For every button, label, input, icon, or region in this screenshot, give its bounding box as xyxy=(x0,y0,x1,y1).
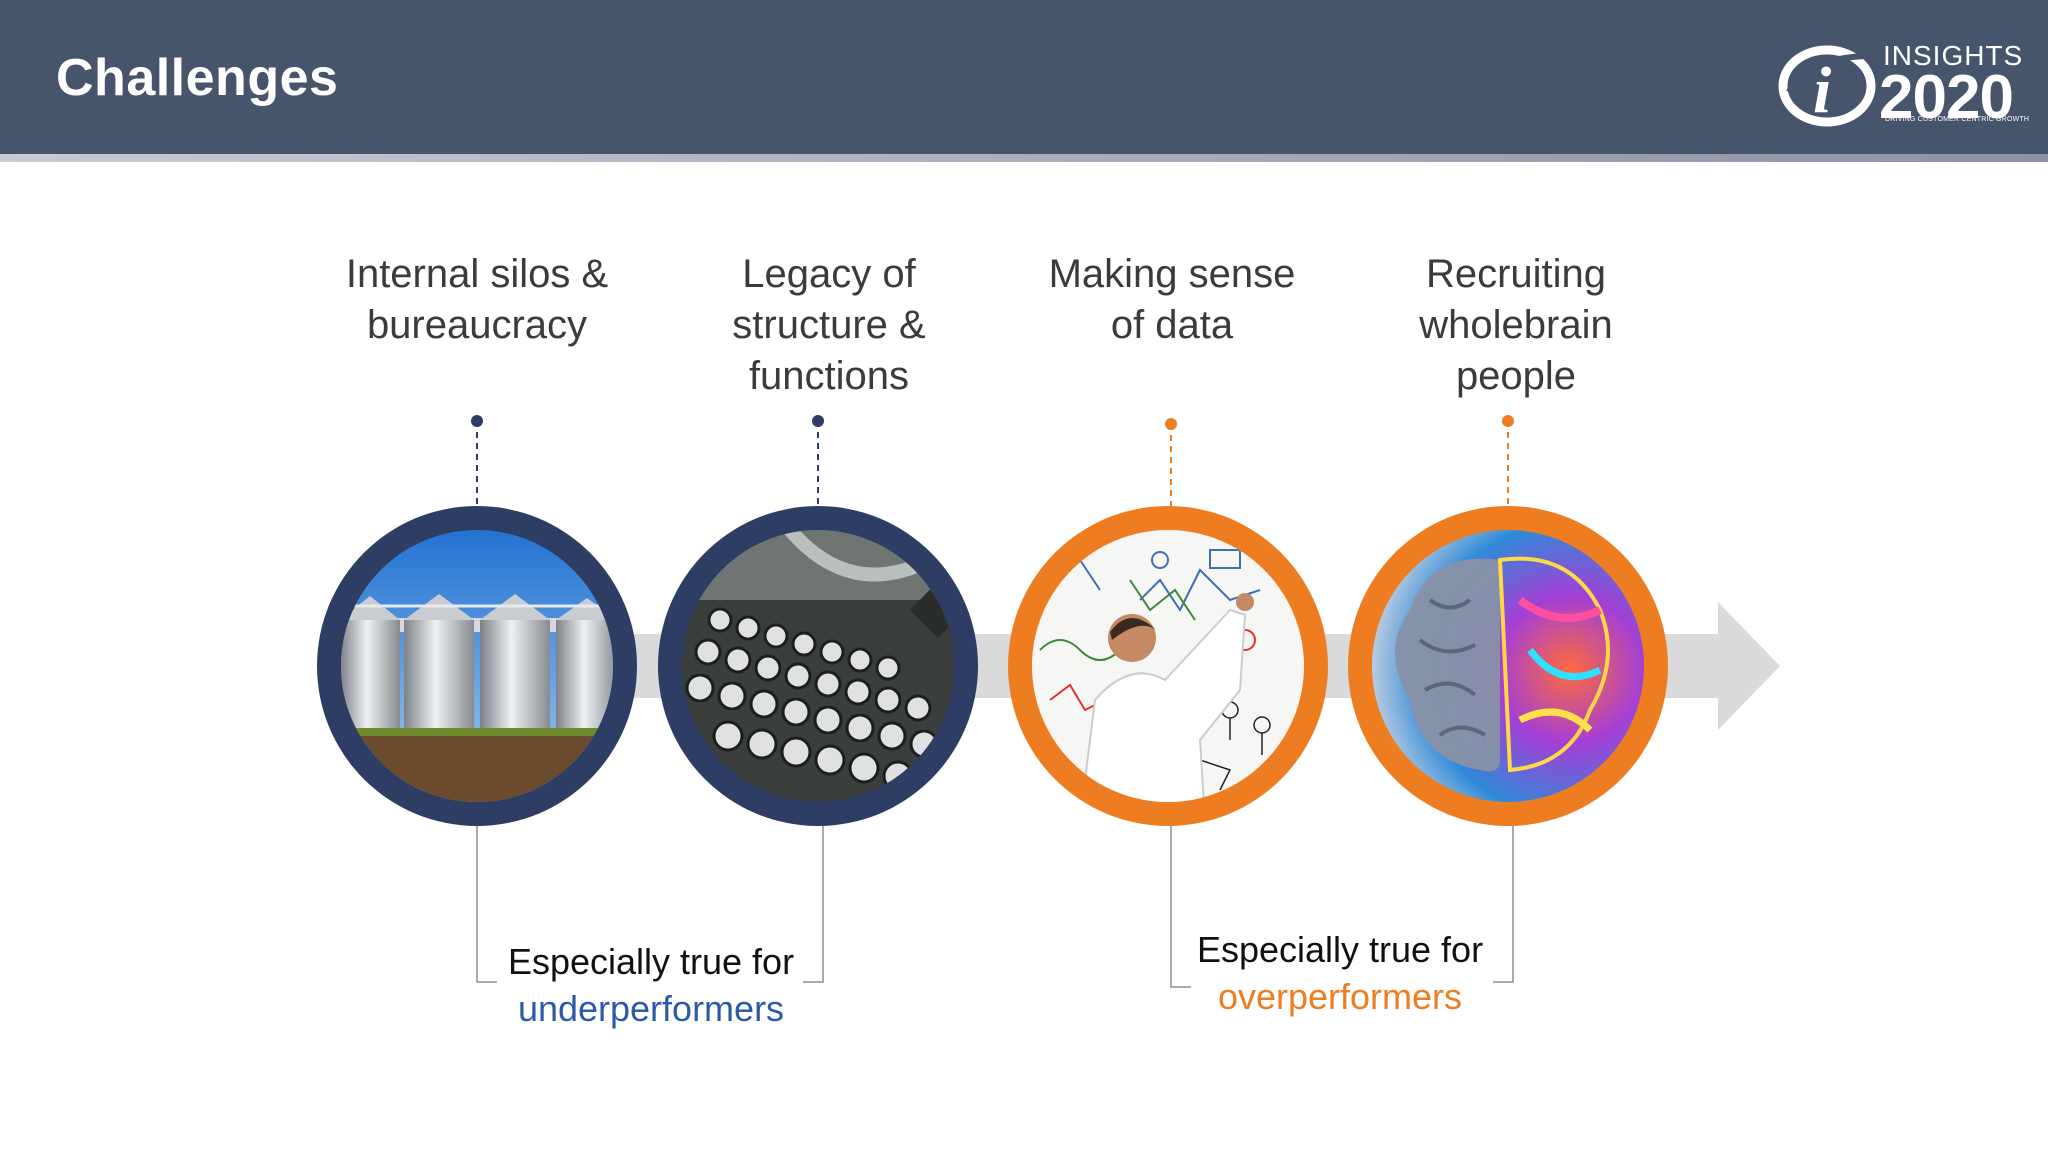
challenge-label-silos: Internal silos & bureaucracy xyxy=(317,249,637,351)
header-divider xyxy=(0,154,2048,162)
circle-brain xyxy=(1348,506,1668,826)
label-line: Internal silos & xyxy=(345,252,609,296)
grain-silos-photo xyxy=(341,530,613,802)
label-line: Making sense xyxy=(1048,252,1296,296)
note-highlight-overperformers: overperformers xyxy=(1217,976,1463,1017)
label-line: wholebrain xyxy=(1419,303,1613,347)
label-line: people xyxy=(1455,354,1577,398)
challenge-label-legacy: Legacy of structure & functions xyxy=(669,249,989,402)
label-line: Recruiting xyxy=(1425,252,1607,296)
challenge-label-data: Making sense of data xyxy=(1012,249,1332,351)
challenge-label-recruiting: Recruiting wholebrain people xyxy=(1356,249,1676,402)
note-underperformers: Especially true for underperformers xyxy=(481,938,821,1032)
label-line: of data xyxy=(1110,303,1234,347)
note-overperformers: Especially true for overperformers xyxy=(1170,926,1510,1020)
insights-i-mark-icon: i xyxy=(1778,45,1876,127)
label-line: Legacy of xyxy=(742,252,916,296)
logo-year-text: 2020 xyxy=(1879,63,2014,132)
typewriter-keys-photo xyxy=(682,530,954,802)
connector-lines xyxy=(471,415,1514,508)
page-title: Challenges xyxy=(56,49,339,107)
colorful-brain-photo xyxy=(1372,530,1644,802)
note-text: Especially true for xyxy=(507,941,795,982)
note-text: Especially true for xyxy=(1196,929,1484,970)
label-line: bureaucracy xyxy=(366,303,588,347)
label-line: functions xyxy=(748,354,910,398)
circle-silos xyxy=(317,506,637,826)
note-highlight-underperformers: underperformers xyxy=(517,988,785,1029)
logo-insights-text: INSIGHTS xyxy=(1883,40,2024,71)
circle-data xyxy=(1008,506,1328,826)
note-brackets xyxy=(476,826,1514,988)
header-bar: Challenges i INSIGHTS 2020 DRIVING CUSTO… xyxy=(0,0,2048,154)
logo-mark-letter: i xyxy=(1813,54,1832,127)
label-line: structure & xyxy=(732,303,926,347)
insights-2020-logo: i INSIGHTS 2020 DRIVING CUSTOMER CENTRIC… xyxy=(1775,38,2029,132)
man-drawing-charts-photo xyxy=(1032,530,1304,802)
logo-tagline: DRIVING CUSTOMER CENTRIC GROWTH xyxy=(1885,116,2030,123)
circle-typewriter xyxy=(658,506,978,826)
